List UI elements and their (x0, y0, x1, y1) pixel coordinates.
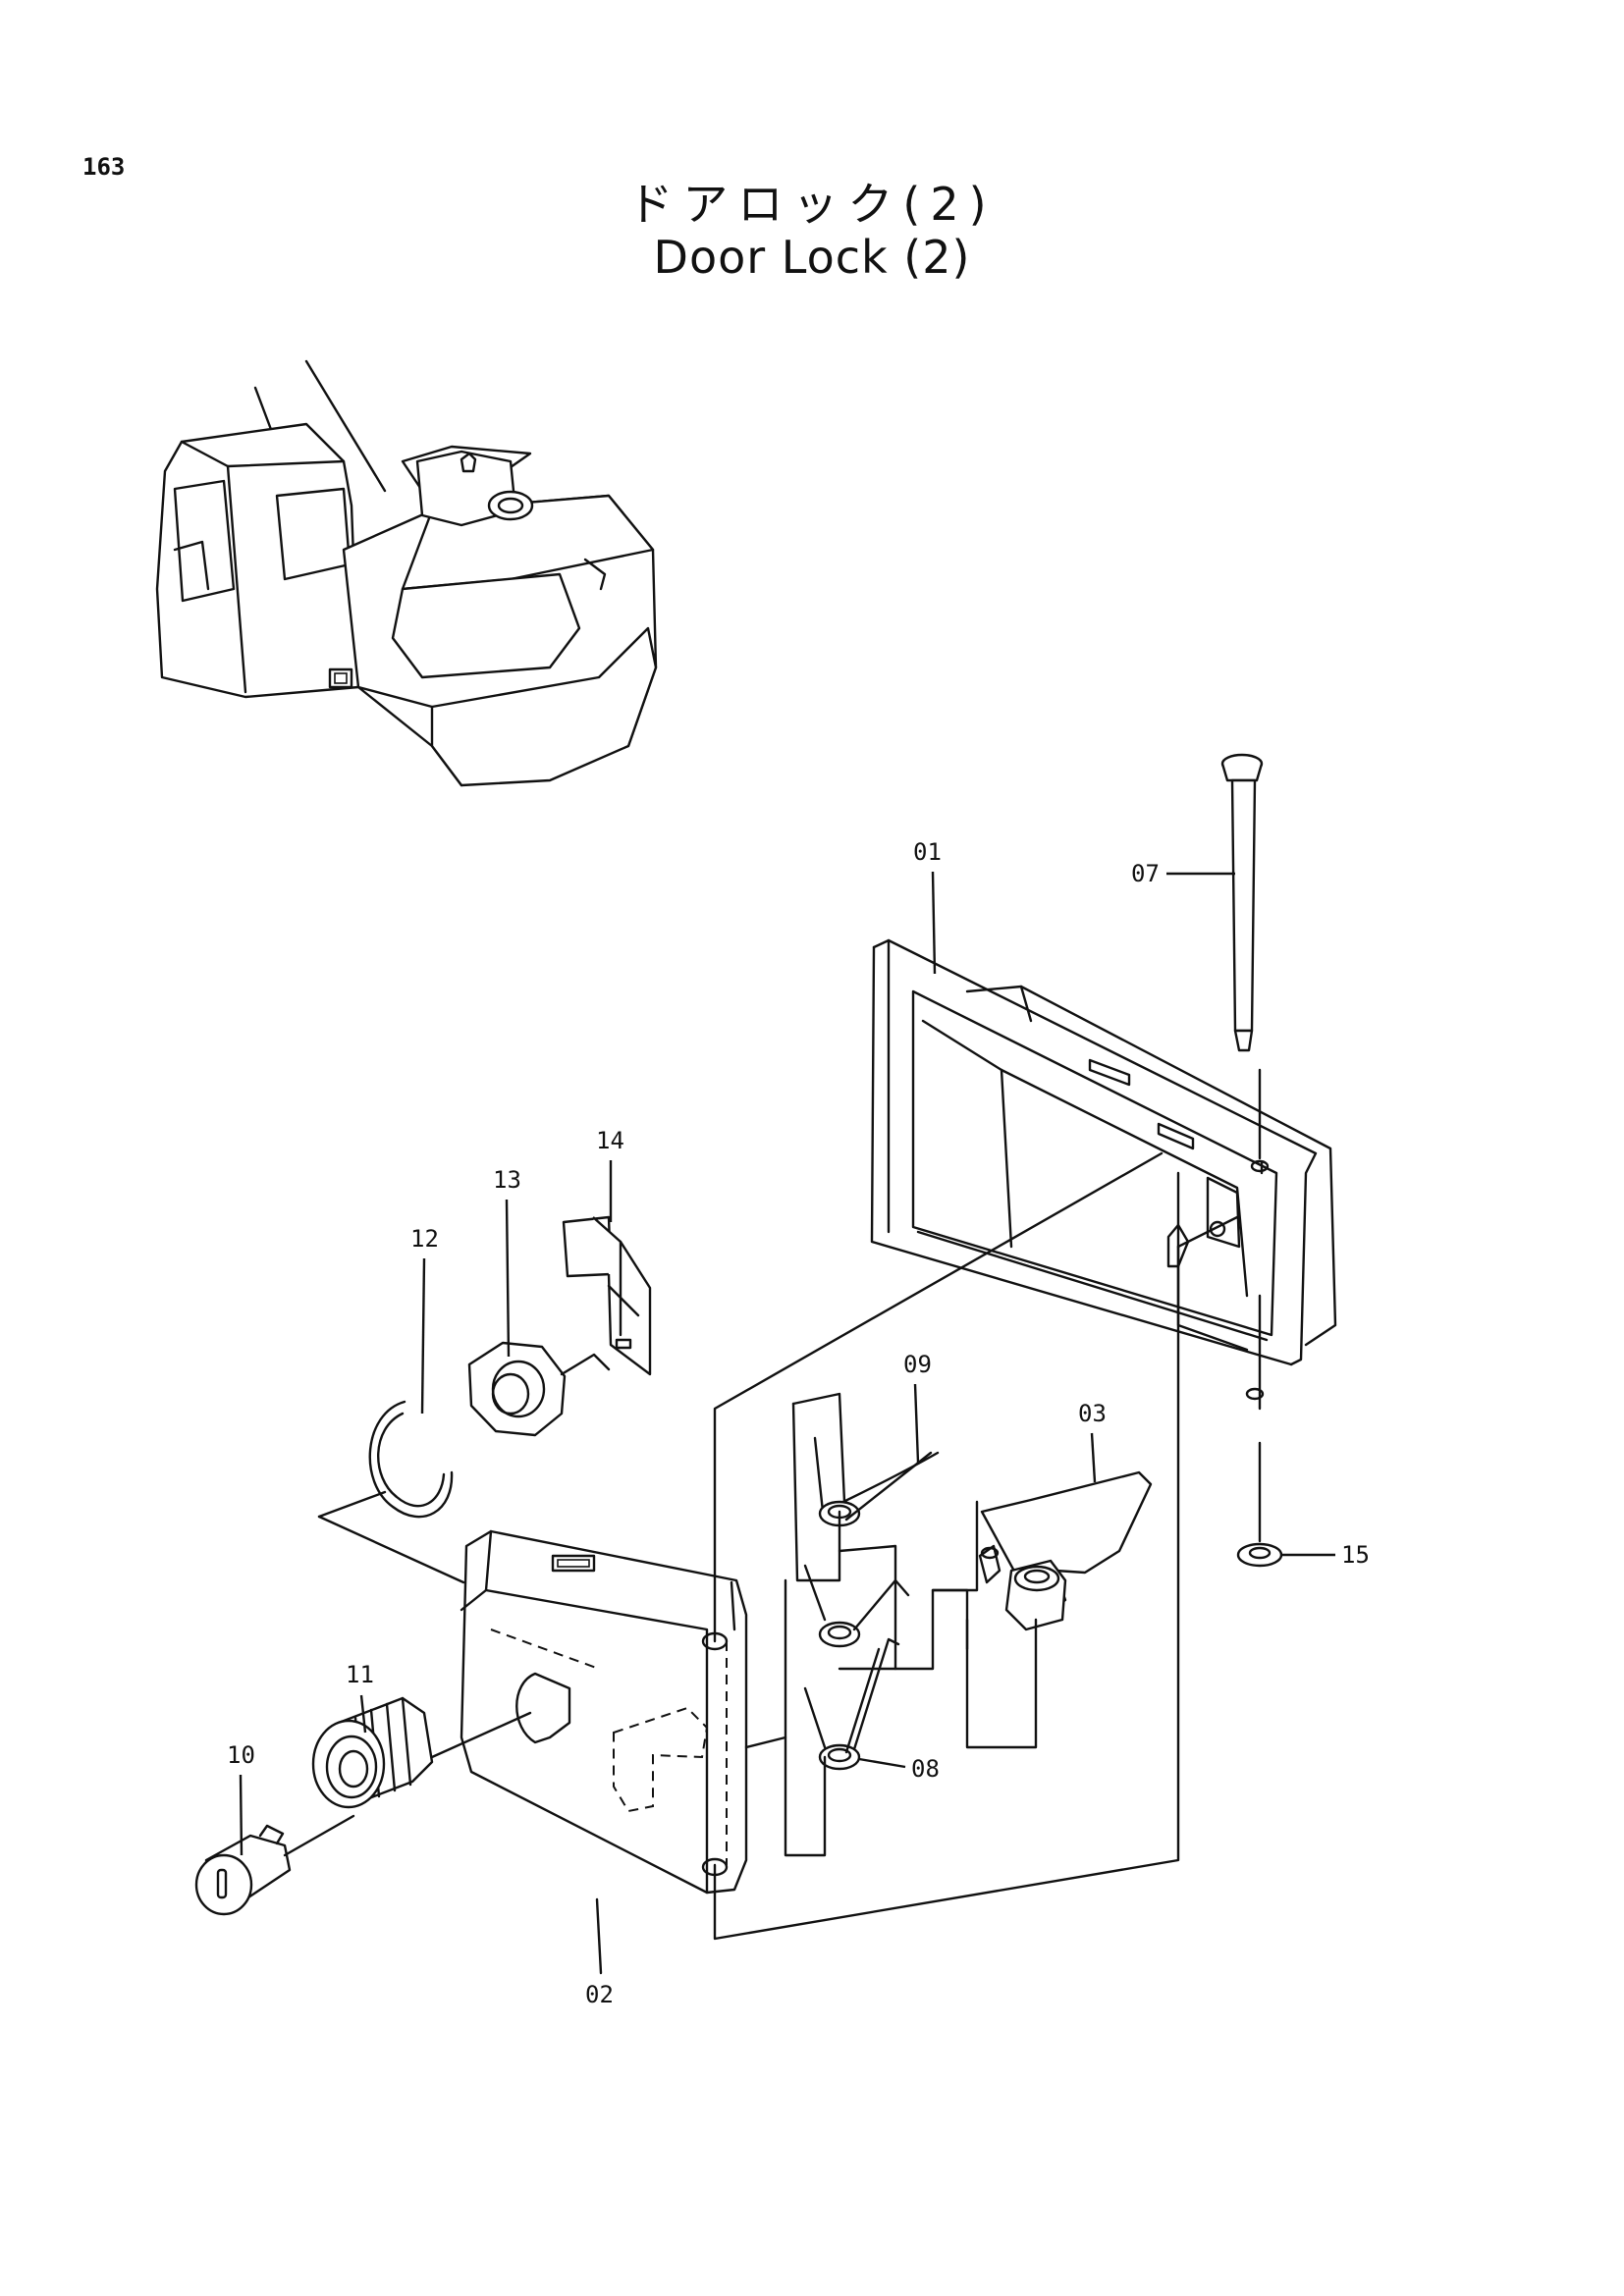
part-02-lock-case (460, 1529, 748, 1975)
callout-03: 03 (1078, 1400, 1107, 1427)
callout-14: 14 (596, 1127, 624, 1154)
part-13-nut (467, 1341, 611, 1437)
callout-10: 10 (227, 1741, 255, 1769)
part-01-frame (870, 938, 1337, 1411)
title-english: Door Lock (2) (653, 231, 971, 284)
callout-08: 08 (911, 1755, 940, 1783)
part-11-cylinder-housing (311, 1696, 532, 1809)
callout-11: 11 (346, 1661, 374, 1688)
assembly-lines (317, 1151, 1249, 1941)
part-15-e-ring (1236, 1441, 1283, 1568)
callout-15: 15 (1341, 1541, 1370, 1569)
callout-02: 02 (585, 1981, 614, 2008)
part-08-spring-upper (803, 1564, 910, 1648)
part-10-key-cylinder (194, 1814, 355, 1916)
part-09-spring (813, 1436, 940, 1527)
callout-labels: 01 02 03 07 08 09 10 11 12 13 14 15 (227, 838, 1370, 2008)
callout-12: 12 (410, 1225, 439, 1253)
part-14-plate (562, 1215, 652, 1376)
excavator-overview (155, 359, 658, 787)
callout-01: 01 (913, 838, 942, 866)
part-07-pin (1220, 753, 1264, 1160)
part-12-snap-ring (368, 1400, 454, 1519)
page-number: 163 (82, 153, 126, 181)
callout-09: 09 (903, 1351, 932, 1378)
callout-13: 13 (493, 1166, 521, 1194)
leader-lines (239, 871, 1335, 1856)
part-08-spring-lower (803, 1637, 900, 1771)
title-japanese: ドアロック(2) (627, 178, 997, 231)
callout-07: 07 (1131, 860, 1160, 887)
part-03-lever (978, 1470, 1153, 1631)
